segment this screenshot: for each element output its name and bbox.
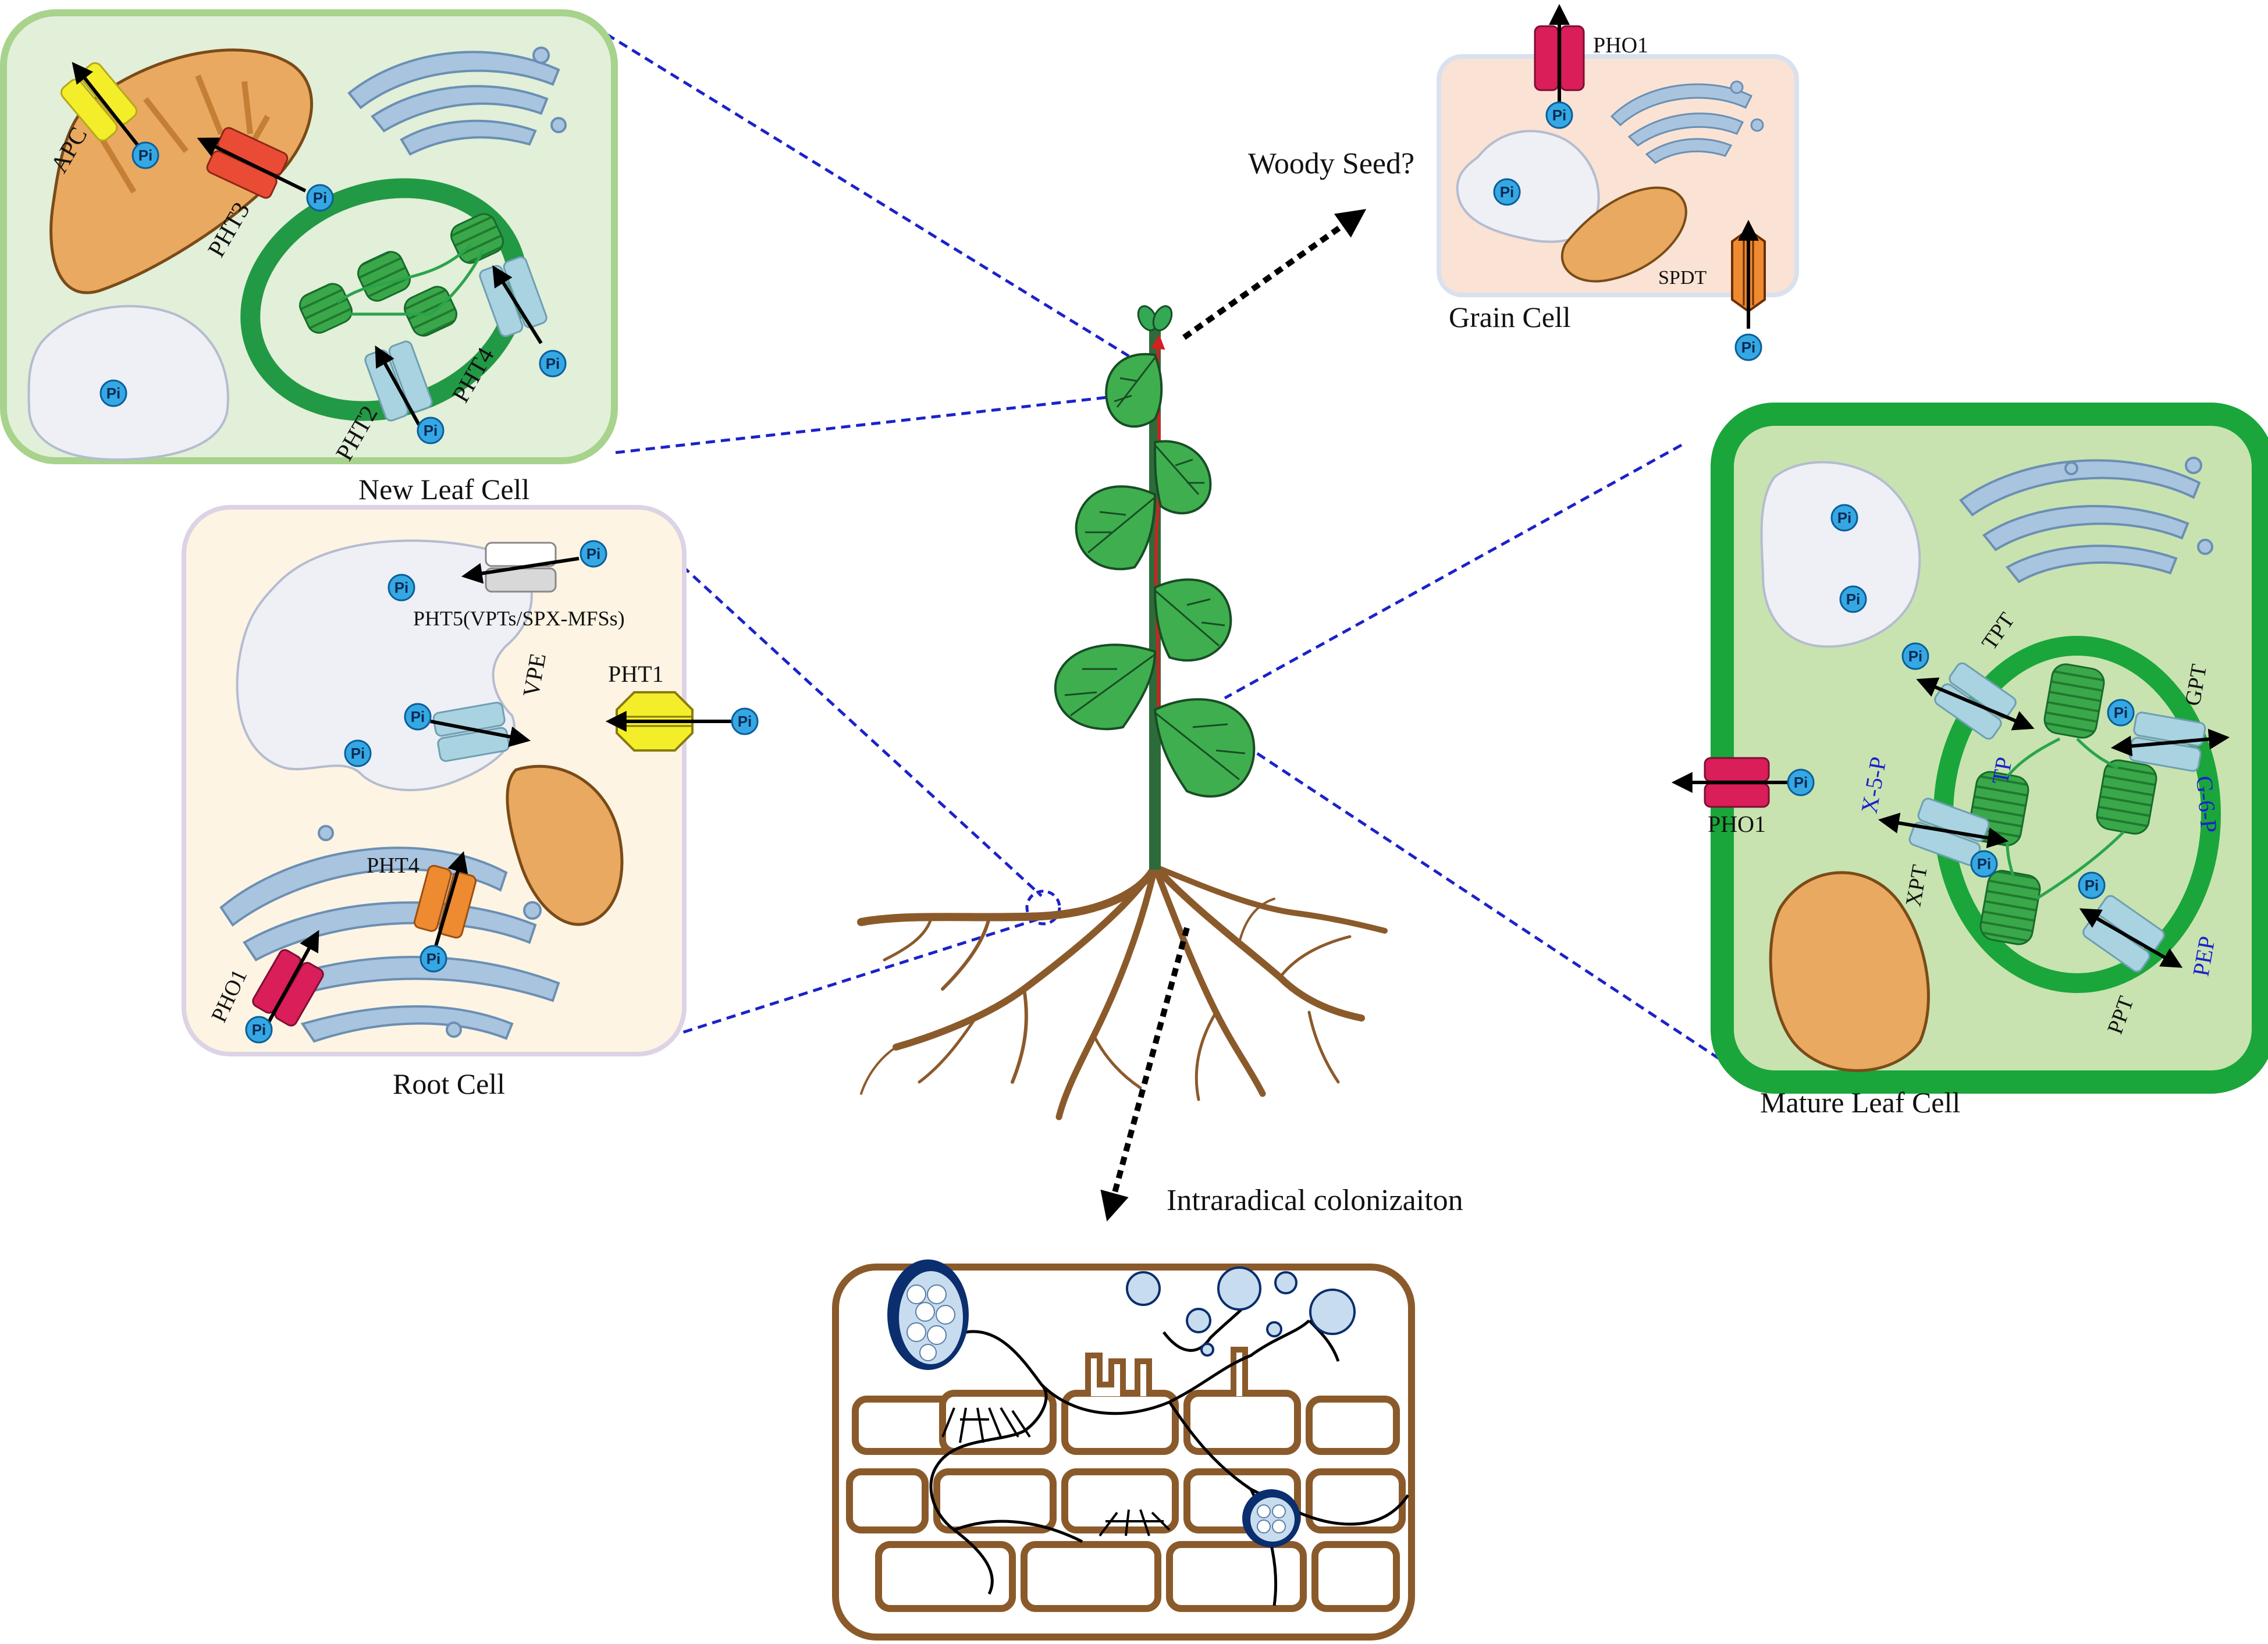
tpt-arrow <box>1916 677 2035 731</box>
root-mitochondrion <box>506 764 624 926</box>
grain-mitochondrion <box>1560 186 1687 283</box>
new-leaf-cell-panel: APC PHT3 PHT2 PHT4 New Leaf Cell <box>0 9 618 506</box>
mature-leaf-cell-title: Mature Leaf Cell <box>1760 1086 1960 1119</box>
root-pho1-transporter[interactable] <box>251 948 325 1027</box>
vacuole <box>27 305 229 461</box>
spore-clusters <box>1126 1266 1356 1357</box>
woody-seed-label: Woody Seed? <box>1248 147 1414 180</box>
apc-arrow <box>72 62 144 152</box>
tp-label: TP <box>1987 755 2017 787</box>
vesicle-large <box>887 1259 969 1370</box>
grain-cell-panel: PHO1 SPDT Grain Cell <box>1437 3 1799 361</box>
root-pht4-arrow <box>432 851 468 955</box>
pht1-label: PHT1 <box>608 661 664 687</box>
vesicle-small <box>1242 1489 1300 1547</box>
intraradical-arrow <box>1100 927 1190 1222</box>
g6p-label: G-6-P <box>2191 775 2222 834</box>
pht4-arrow <box>492 265 543 344</box>
golgi-apparatus <box>347 47 567 156</box>
chloroplast <box>240 178 528 421</box>
intraradical-panel <box>832 1259 1415 1641</box>
woody-seed-arrow <box>1182 209 1367 340</box>
apical-bud <box>1137 305 1173 332</box>
leaf-veins <box>1064 357 1246 781</box>
root-pht4-transporter[interactable] <box>413 864 477 939</box>
mature-pho1-label: PHO1 <box>1708 811 1766 837</box>
mature-vacuole <box>1760 461 1921 648</box>
root-cortex-cells <box>846 1390 1406 1612</box>
pht2-arrow <box>375 345 421 426</box>
grain-pho1-transporter[interactable] <box>1534 25 1585 91</box>
guide-lines <box>592 24 1720 1061</box>
ppt-arrow <box>2079 908 2183 968</box>
gpt-arrow <box>2110 728 2230 757</box>
pht5-transporter[interactable] <box>485 542 557 593</box>
root-cell-title: Root Cell <box>393 1067 505 1100</box>
root-cell-panel: PHT5(VPTs/SPX-MFSs) VPE PHT1 <box>182 505 759 1100</box>
root-pht4-label: PHT4 <box>367 853 420 878</box>
central-plant <box>857 305 1388 1120</box>
root-pho1-arrow <box>261 930 319 1034</box>
pht5-arrow <box>461 557 580 584</box>
grain-golgi <box>1610 80 1764 164</box>
mature-mitochondrion <box>1769 871 1930 1072</box>
mature-golgi <box>1959 457 2213 583</box>
arbuscules <box>941 1407 1171 1537</box>
new-leaf-cell-title: New Leaf Cell <box>358 473 529 506</box>
grain-pho1-label: PHO1 <box>1593 33 1648 58</box>
root-marker <box>1025 889 1061 926</box>
pht2-transporter[interactable] <box>364 340 433 422</box>
vpe-arrow <box>430 720 531 748</box>
xpt-arrow <box>1878 812 2009 849</box>
apc-transporter[interactable] <box>59 61 140 144</box>
intraradical-label: Intraradical colonizaiton <box>1167 1184 1463 1217</box>
pht3-arrow <box>197 137 307 193</box>
root-system <box>857 863 1388 1120</box>
mature-pho1-transporter[interactable] <box>1704 757 1770 808</box>
grain-cell-title: Grain Cell <box>1449 301 1571 333</box>
spdt-label: SPDT <box>1658 267 1707 289</box>
pht5-label: PHT5(VPTs/SPX-MFSs) <box>413 607 625 630</box>
mature-leaf-cell-panel: PHO1 TPT TP GPT G-6-P XPT X-5-P <box>1671 403 2268 1119</box>
